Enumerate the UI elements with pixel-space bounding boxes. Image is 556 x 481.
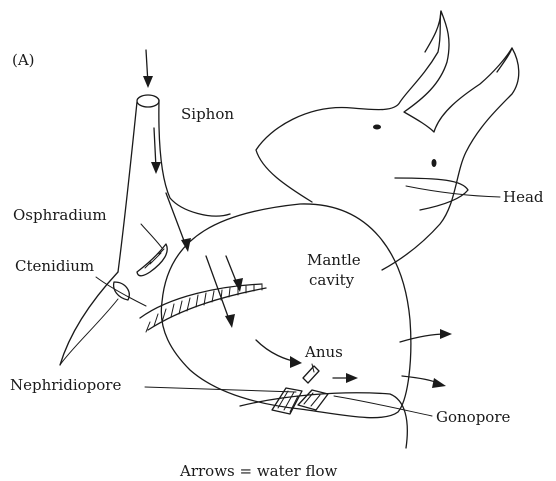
nephridiopore-label: Nephridiopore — [10, 377, 121, 394]
eye-left — [373, 125, 381, 130]
eye-right — [432, 159, 437, 167]
caption-text: Arrows = water flow — [180, 463, 337, 480]
anus-tube — [303, 366, 319, 383]
ctenidium-gill — [140, 284, 266, 332]
mantle-cavity-label-line1: Mantle — [307, 252, 361, 269]
water-flow-arrows — [143, 50, 452, 388]
panel-label: (A) — [12, 52, 35, 69]
siphon-outline — [118, 100, 230, 272]
mantle-cavity-label-line2: cavity — [309, 272, 354, 289]
siphon-opening — [137, 95, 159, 107]
head-label: Head — [503, 189, 544, 206]
head-outline — [256, 11, 519, 270]
osphradium-label: Osphradium — [13, 207, 107, 224]
osphradium-organ — [137, 244, 167, 276]
head-tentacle-right — [497, 48, 512, 72]
ctenidium-base — [114, 282, 130, 300]
mantle-outline — [161, 204, 411, 418]
ctenidium-label: Ctenidium — [15, 258, 94, 275]
anus-label: Anus — [305, 344, 343, 361]
siphon-label: Siphon — [181, 106, 234, 123]
gonopore-organ — [298, 390, 328, 410]
gonopore-label: Gonopore — [436, 409, 510, 426]
mantle-floor-line — [240, 393, 407, 448]
